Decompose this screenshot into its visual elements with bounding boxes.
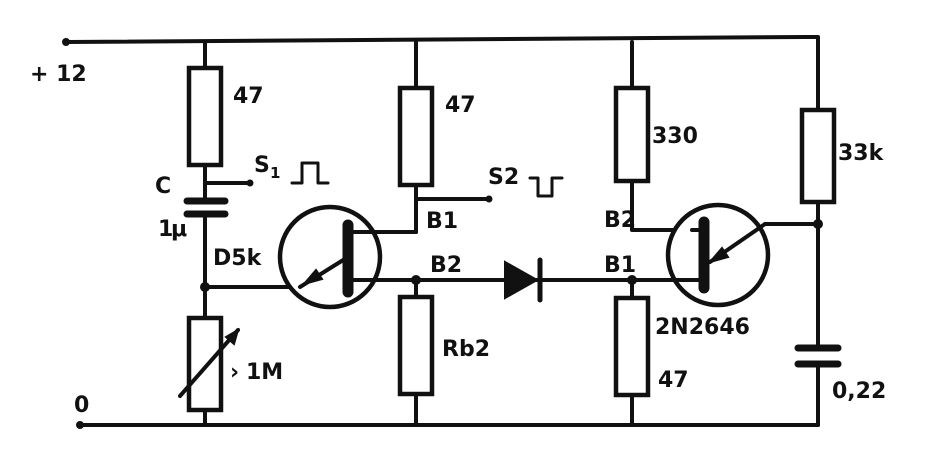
- diode-triangle: [504, 260, 540, 300]
- resistor-r1: [186, 65, 224, 168]
- junction-emitter1: [200, 282, 210, 292]
- switch2-label: S2: [488, 165, 519, 190]
- ujt1-b2-label: B2: [430, 253, 462, 278]
- resistor-r5: [799, 107, 837, 205]
- pot-symbol: ›: [230, 360, 239, 385]
- cap-value-digit: 1: [158, 217, 173, 242]
- pot-arrow-line: [178, 328, 240, 398]
- pot-label: 1M: [246, 360, 283, 385]
- resistor-r2: [397, 85, 435, 188]
- resistor-r3: [613, 85, 651, 184]
- supply-rail: [64, 35, 820, 112]
- ujt1-emitter-arrow: [301, 268, 324, 286]
- capacitor-label: C: [155, 174, 171, 199]
- r5-label: 33k: [838, 141, 885, 166]
- ujt2-b2-label: B2: [604, 208, 636, 233]
- part-number-label: 2N2646: [655, 315, 750, 340]
- junction-emitter2: [813, 219, 823, 229]
- switch2-terminal: [485, 195, 493, 203]
- ujt1-body: [277, 204, 383, 310]
- r3-label: 330: [652, 124, 698, 149]
- supply-terminal: [62, 38, 70, 46]
- resistor-r4: [613, 295, 651, 398]
- ground-terminal: [76, 421, 84, 429]
- ujt1-b1-label: B1: [426, 209, 458, 234]
- r4-label: 47: [658, 368, 689, 393]
- r1-label: 47: [233, 84, 264, 109]
- switch1-terminal: [246, 179, 254, 187]
- pot-arrow-head: [224, 327, 240, 346]
- d5k-label: D5k: [213, 246, 263, 271]
- wire-col3-mid: [630, 179, 694, 232]
- rb2-label: Rb2: [442, 337, 490, 362]
- cap2-label: 0,22: [832, 379, 886, 404]
- junction-b1: [627, 275, 637, 285]
- r2-label: 47: [445, 93, 476, 118]
- pulse-s2-icon: [528, 176, 564, 198]
- junction-b2: [411, 275, 421, 285]
- ground-label: 0: [74, 393, 89, 418]
- switch1-sub-label: 1: [270, 164, 280, 182]
- potentiometer-1m: [186, 315, 224, 413]
- ujt2-emitter-arrow: [707, 246, 730, 264]
- supply-label: + 12: [30, 62, 87, 87]
- resistor-rb2: [397, 294, 435, 397]
- switch1-label: S: [254, 153, 270, 178]
- pulse-s1-icon: [290, 161, 330, 185]
- ujt2-b1-label: B1: [604, 253, 636, 278]
- cap-value-unit: μ: [171, 217, 187, 242]
